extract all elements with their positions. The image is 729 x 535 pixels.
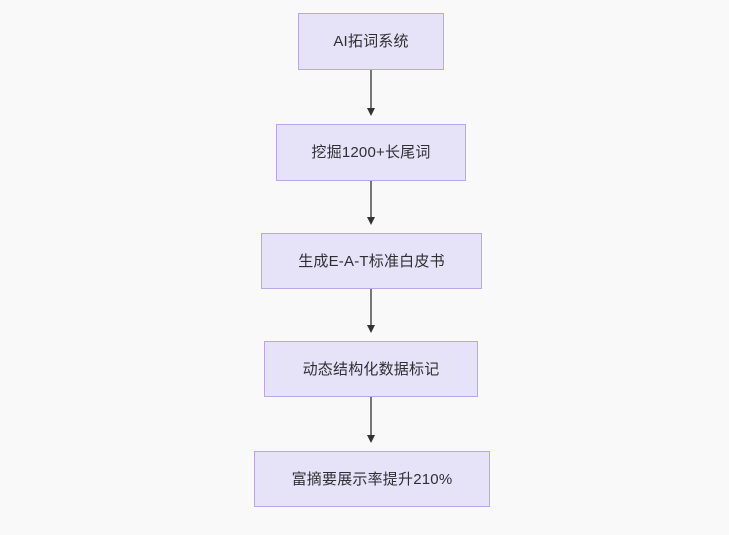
flow-node[interactable]: 生成E-A-T标准白皮书 — [261, 233, 482, 289]
arrowhead-icon — [366, 325, 375, 333]
flow-edge — [366, 181, 375, 225]
flow-node-label: AI拓词系统 — [333, 33, 409, 50]
arrowhead-icon — [366, 435, 375, 443]
flow-edge — [366, 289, 375, 333]
flow-node[interactable]: 挖掘1200+长尾词 — [276, 124, 466, 181]
flow-edge-line — [370, 70, 372, 109]
flow-edge — [366, 70, 375, 116]
flow-edge-line — [370, 397, 372, 436]
flow-edge-line — [370, 181, 372, 218]
arrowhead-icon — [366, 217, 375, 225]
flow-node-label: 动态结构化数据标记 — [302, 360, 440, 378]
flow-node-label: 富摘要展示率提升210% — [291, 470, 453, 488]
flow-node[interactable]: 富摘要展示率提升210% — [254, 451, 490, 507]
flow-edge-line — [370, 289, 372, 326]
flow-node[interactable]: AI拓词系统 — [298, 13, 444, 70]
flow-edge — [366, 397, 375, 443]
arrowhead-icon — [366, 108, 375, 116]
flow-node[interactable]: 动态结构化数据标记 — [264, 341, 478, 397]
flow-node-label: 生成E-A-T标准白皮书 — [298, 252, 445, 270]
flow-node-label: 挖掘1200+长尾词 — [311, 144, 431, 161]
